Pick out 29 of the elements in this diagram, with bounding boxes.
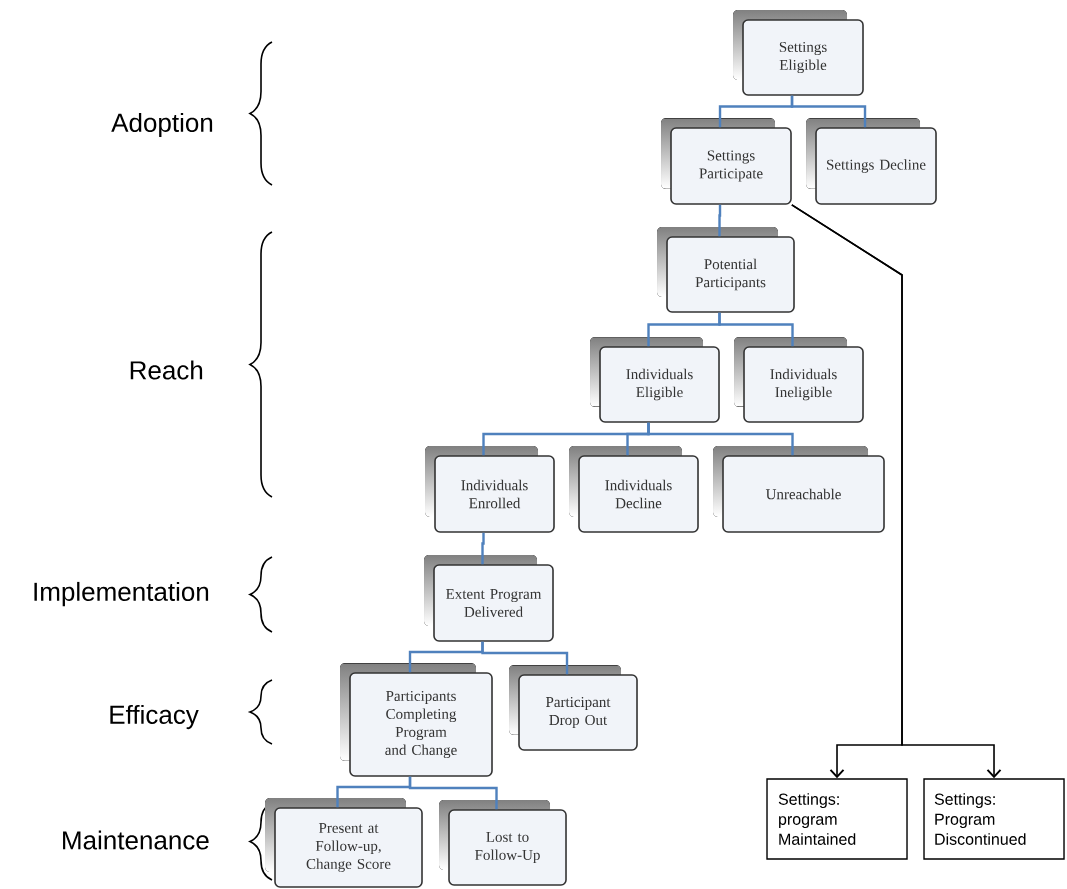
connector-line [718, 204, 722, 237]
connector-line [408, 776, 498, 810]
process-box: Lost to Follow-Up [439, 800, 567, 886]
section-label: Efficacy [110, 704, 199, 730]
connector-line [718, 312, 794, 347]
connector-line [790, 95, 867, 128]
process-box: Extent Program Delivered [424, 555, 554, 642]
process-box: Settings Decline [806, 118, 937, 205]
outcome-box: Settings: program Maintained [766, 778, 908, 860]
process-box: Present at Follow-up, Change Score [265, 798, 423, 888]
connector-line [481, 532, 485, 565]
process-box: Individuals Eligible [590, 337, 720, 423]
arrow [791, 204, 1002, 779]
process-box: Individuals Enrolled [425, 446, 555, 533]
connector-line [647, 422, 794, 456]
process-box: Participants Completing Program and Change [340, 663, 493, 777]
connector-line [481, 641, 569, 675]
outcome-box: Settings: Program Discontinued [923, 778, 1065, 860]
process-box: Individuals Decline [569, 446, 699, 533]
process-box: Unreachable [713, 446, 885, 533]
process-box: Settings Eligible [733, 10, 864, 96]
section-label: Reach [130, 360, 203, 380]
process-box: Participant Drop Out [509, 665, 638, 751]
section-label: Implementation [34, 581, 209, 607]
section-label: Maintenance [63, 830, 209, 850]
process-box: Potential Participants [657, 227, 795, 313]
process-box: Individuals Ineligible [734, 337, 864, 423]
section-label: Adoption [111, 112, 213, 138]
process-box: Settings Participate [661, 118, 792, 205]
